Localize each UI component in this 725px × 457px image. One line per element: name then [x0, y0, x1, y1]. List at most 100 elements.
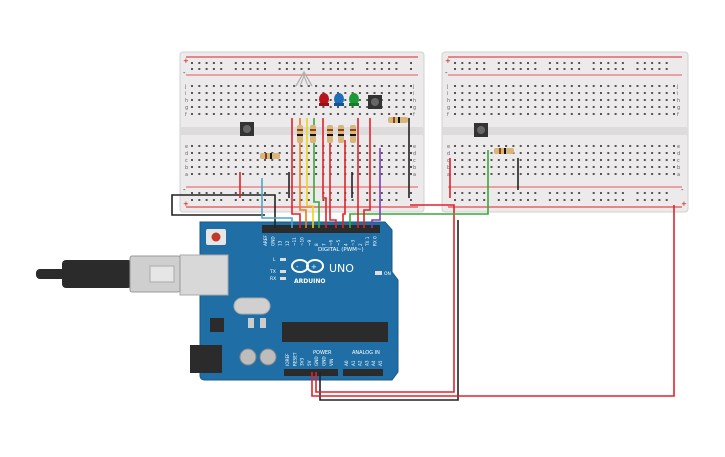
- resistor-icon: [327, 125, 333, 143]
- usb-port[interactable]: [179, 254, 229, 296]
- wire-red-5v: [311, 205, 675, 397]
- wire-red-6: [329, 140, 337, 228]
- pin-label: RESET: [292, 352, 297, 366]
- components[interactable]: [240, 70, 514, 159]
- row-letter: a: [413, 172, 416, 178]
- pin-label: ~5: [336, 239, 341, 246]
- row-letter: b: [677, 165, 680, 171]
- pin-label: IOREF: [285, 353, 290, 366]
- row-letter: d: [447, 151, 450, 157]
- led-icon: [319, 93, 329, 106]
- wire-cyan: [261, 178, 293, 228]
- row-letter: g: [677, 105, 680, 111]
- row-letter: d: [677, 151, 680, 157]
- row-letter: j: [412, 84, 414, 90]
- pin-label: ~11: [292, 237, 297, 246]
- analog-label: ANALOG IN: [352, 350, 380, 356]
- row-letter: c: [413, 158, 416, 164]
- resistor-icon: [350, 125, 356, 143]
- resistor-icon: [338, 125, 344, 143]
- rail-plus-label: +: [445, 57, 451, 65]
- pin-label: GND: [322, 356, 327, 366]
- wire-red-3: [363, 118, 371, 228]
- pin-label: A3: [364, 360, 369, 366]
- led-icon: [334, 93, 344, 106]
- rail-minus-label: -: [183, 69, 186, 77]
- row-letter: i: [413, 91, 414, 97]
- pin-label: ~10: [300, 237, 305, 246]
- digital-header[interactable]: [262, 225, 380, 233]
- wire-red-13: [291, 118, 301, 228]
- reset-button-cap[interactable]: [211, 232, 221, 242]
- rx-label: RX: [270, 276, 276, 282]
- row-letter: j: [184, 84, 186, 90]
- row-letter: b: [413, 165, 416, 171]
- pin-label: AREF: [263, 235, 268, 246]
- arduino-brand: ARDUINO: [294, 278, 325, 285]
- arduino-logo-icon: - +: [291, 259, 324, 273]
- pin-label: ~3: [351, 239, 356, 246]
- pin-label: RX 0: [373, 236, 378, 246]
- rgb-led-icon: [295, 70, 313, 87]
- wire-red-to-right: [315, 204, 455, 393]
- wire-yellow-11: [306, 118, 314, 228]
- rail-minus-label: -: [445, 69, 448, 77]
- row-letter: f: [677, 112, 679, 118]
- row-letter: e: [447, 144, 450, 150]
- pin-label: ~9: [307, 239, 312, 246]
- row-letter: d: [185, 151, 188, 157]
- breadboard-right[interactable]: + - + -: [441, 51, 689, 213]
- pin-label: 12: [285, 240, 290, 246]
- wire-black-gnd-loop: [171, 194, 459, 401]
- wire-purple-2: [371, 148, 381, 228]
- row-letter: e: [413, 144, 416, 150]
- pin-label: A5: [378, 360, 383, 366]
- arduino-model: UNO: [329, 262, 354, 275]
- row-letter: a: [677, 172, 680, 178]
- analog-header[interactable]: [343, 369, 383, 376]
- row-letter: g: [447, 105, 450, 111]
- digital-header-label: DIGITAL (PWM~): [318, 247, 364, 253]
- rail-plus-label: +: [183, 200, 189, 208]
- resistor-icon: [388, 117, 408, 123]
- pin-label: 4: [343, 243, 348, 246]
- wire-orange-12: [299, 118, 307, 228]
- pin-label: TX 1: [365, 236, 370, 247]
- row-letter: h: [185, 98, 188, 104]
- push-button-icon: [240, 122, 254, 136]
- pin-label: 13: [278, 240, 283, 246]
- svg-text:-: -: [296, 263, 299, 271]
- row-letter: d: [413, 151, 416, 157]
- svg-text:+: +: [311, 263, 317, 271]
- power-header[interactable]: [284, 369, 338, 376]
- usb-cable-icon[interactable]: [36, 255, 181, 293]
- l-led-label: L: [273, 257, 276, 263]
- pin-label: A0: [344, 360, 349, 366]
- breadboard-right-holes: [454, 62, 675, 201]
- wire-green-10: [313, 118, 320, 228]
- row-letter: a: [447, 172, 450, 178]
- push-button-icon: [474, 123, 488, 137]
- pin-label: A2: [358, 360, 363, 366]
- power-jack[interactable]: [190, 345, 222, 373]
- power-label: POWER: [313, 350, 332, 356]
- led-icon: [349, 93, 359, 106]
- rail-plus-label: +: [183, 57, 189, 65]
- wires[interactable]: [171, 118, 675, 401]
- resistor-icon: [494, 148, 514, 154]
- row-letter: g: [185, 105, 188, 111]
- row-letter: e: [185, 144, 188, 150]
- resistor-icon: [310, 125, 316, 143]
- atmega-chip: [282, 322, 388, 342]
- pin-label: GND: [314, 356, 319, 366]
- row-letter: b: [447, 165, 450, 171]
- row-letter: b: [185, 165, 188, 171]
- row-letter: j: [676, 84, 678, 90]
- push-button-icon: [368, 95, 382, 109]
